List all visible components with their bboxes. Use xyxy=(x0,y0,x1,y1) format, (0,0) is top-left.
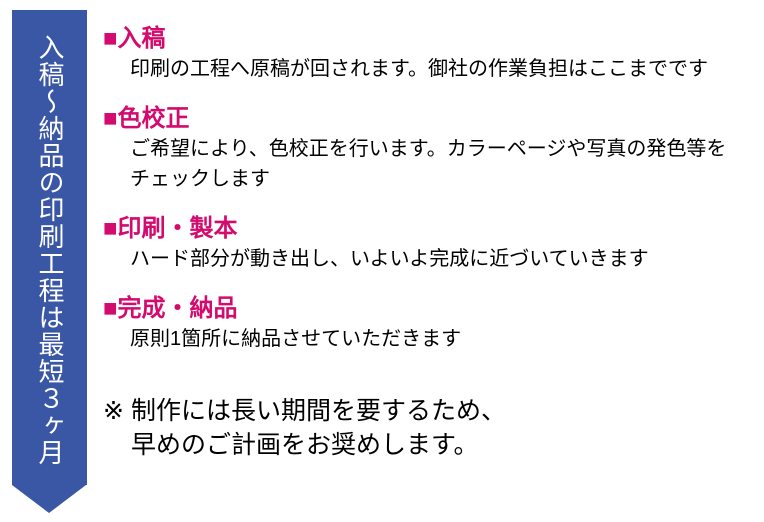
step-title-text: 印刷・製本 xyxy=(117,215,238,242)
step-description-line: ハード部分が動き出し、いよいよ完成に近づいていきます xyxy=(130,248,649,270)
step-description-line: 印刷の工程へ原稿が回されます。御社の作業負担はここまでです xyxy=(130,58,708,80)
step-description-line: チェックします xyxy=(130,168,270,190)
banner-vertical-text: 入稿〜納品の印刷工程は最短３ヶ月 xyxy=(35,34,65,466)
step-heading: ■印刷・製本 xyxy=(103,214,755,244)
step-heading: ■色校正 xyxy=(103,104,755,134)
step-title-text: 入稿 xyxy=(117,25,166,52)
step-nyuko: ■入稿 印刷の工程へ原稿が回されます。御社の作業負担はここまでです xyxy=(103,24,755,84)
step-title-text: 完成・納品 xyxy=(117,295,238,322)
square-bullet-icon: ■ xyxy=(103,25,118,52)
step-title-text: 色校正 xyxy=(117,105,190,132)
note-line: 早めのご計画をお奨めします。 xyxy=(131,431,479,459)
banner-arrow-tip xyxy=(12,485,86,513)
process-duration-banner: 入稿〜納品の印刷工程は最短３ヶ月 xyxy=(12,10,87,485)
step-description-line: 原則1箇所に納品させていただきます xyxy=(130,328,462,350)
square-bullet-icon: ■ xyxy=(103,295,118,322)
square-bullet-icon: ■ xyxy=(103,215,118,242)
square-bullet-icon: ■ xyxy=(103,105,118,132)
note-line: 制作には長い期間を要するため、 xyxy=(131,397,507,425)
step-heading: ■入稿 xyxy=(103,24,755,54)
planning-note: ※制作には長い期間を要するため、 早めのご計画をお奨めします。 xyxy=(103,394,755,462)
step-insatsu-seihon: ■印刷・製本 ハード部分が動き出し、いよいよ完成に近づいていきます xyxy=(103,214,755,274)
step-irokosei: ■色校正 ご希望により、色校正を行います。カラーページや写真の発色等を チェック… xyxy=(103,104,755,194)
step-heading: ■完成・納品 xyxy=(103,294,755,324)
reference-mark-icon: ※ xyxy=(103,397,124,425)
step-kansei-nohin: ■完成・納品 原則1箇所に納品させていただきます xyxy=(103,294,755,354)
step-description-line: ご希望により、色校正を行います。カラーページや写真の発色等を xyxy=(130,138,727,160)
steps-content: ■入稿 印刷の工程へ原稿が回されます。御社の作業負担はここまでです ■色校正 ご… xyxy=(103,24,755,462)
